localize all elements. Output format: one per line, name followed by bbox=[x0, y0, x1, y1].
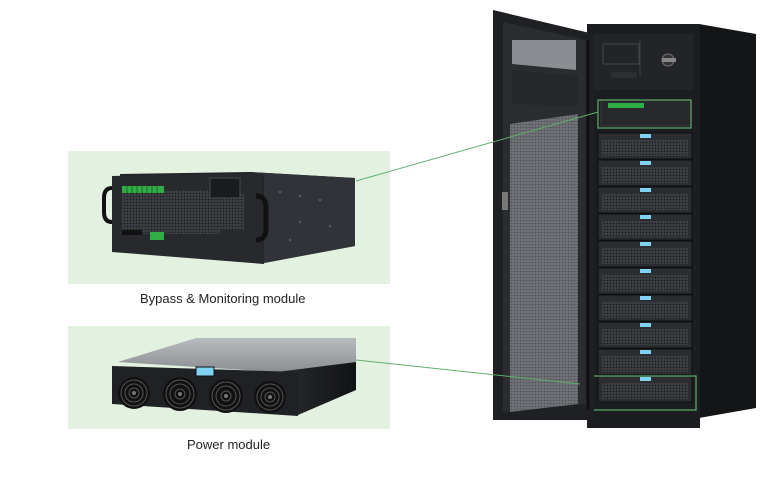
fan-icon bbox=[209, 379, 243, 413]
cabinet-power-module bbox=[597, 159, 693, 187]
bypass-monitoring-module-image bbox=[102, 172, 355, 264]
cabinet-power-module bbox=[597, 213, 693, 241]
fan-icon bbox=[163, 377, 197, 411]
power-module-caption: Power module bbox=[187, 437, 271, 452]
highlight-bypass-module bbox=[597, 99, 692, 129]
bypass-module-caption: Bypass & Monitoring module bbox=[140, 291, 306, 306]
fan-row bbox=[118, 377, 286, 413]
lcd-display bbox=[195, 366, 215, 377]
connector-line-power bbox=[355, 359, 581, 385]
cabinet-power-module bbox=[597, 132, 693, 160]
handle-icon bbox=[102, 186, 113, 224]
power-module-stack bbox=[597, 132, 693, 403]
ups-cabinet-image bbox=[493, 10, 756, 428]
handle-icon bbox=[255, 193, 269, 243]
power-module-image bbox=[112, 338, 356, 416]
door-hinge bbox=[502, 192, 508, 210]
connector-line-bypass bbox=[355, 111, 599, 182]
cabinet-power-module bbox=[597, 348, 693, 376]
cabinet-power-module bbox=[597, 186, 693, 214]
terminal-block bbox=[122, 186, 164, 193]
cabinet-door bbox=[493, 10, 594, 420]
cabinet-power-module bbox=[597, 267, 693, 295]
fan-icon bbox=[118, 377, 150, 409]
cabinet-power-module bbox=[597, 240, 693, 268]
fan-icon bbox=[254, 381, 286, 413]
cabinet-power-module bbox=[597, 321, 693, 349]
cabinet-power-module bbox=[597, 375, 693, 403]
cabinet-power-module bbox=[597, 294, 693, 322]
